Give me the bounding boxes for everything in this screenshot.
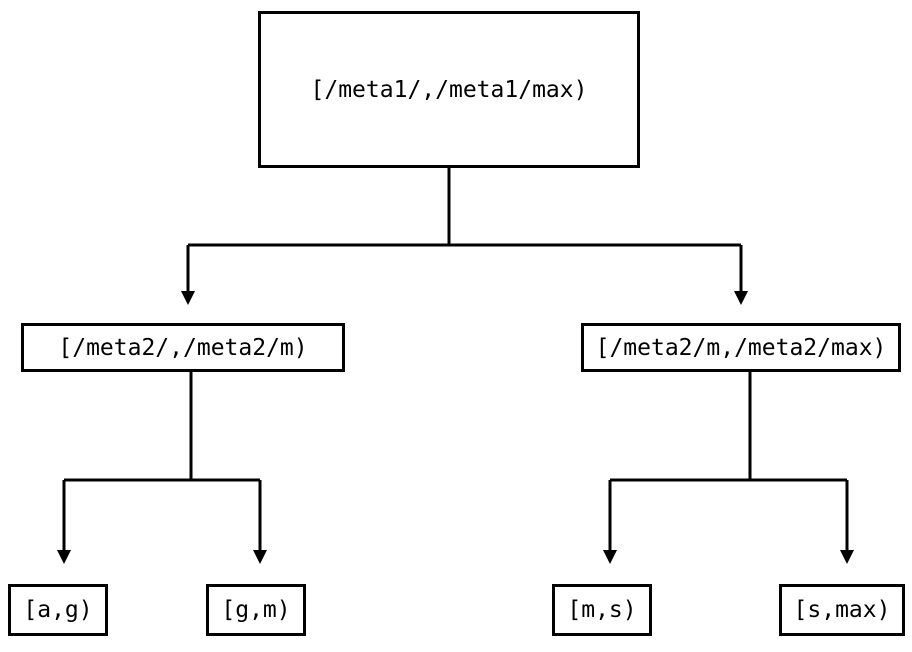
tree-node-mid-right-label: [/meta2/m,/meta2/max) <box>595 334 887 361</box>
tree-node-leaf-1[interactable]: [a,g) <box>8 584 108 636</box>
tree-node-leaf-3-label: [m,s) <box>567 597 637 623</box>
tree-node-leaf-2-label: [g,m) <box>221 597 291 623</box>
tree-node-mid-right[interactable]: [/meta2/m,/meta2/max) <box>581 323 901 372</box>
arrowhead-mid-left-to-leaf1 <box>57 550 71 564</box>
tree-node-leaf-3[interactable]: [m,s) <box>552 584 652 636</box>
arrowhead-mid-right-to-leaf4 <box>840 550 854 564</box>
tree-node-leaf-2[interactable]: [g,m) <box>206 584 306 636</box>
tree-node-root-label: [/meta1/,/meta1/max) <box>310 76 588 103</box>
tree-node-leaf-1-label: [a,g) <box>23 597 93 623</box>
tree-node-leaf-4-label: [s,max) <box>793 597 891 623</box>
arrowhead-root-to-mid-right <box>734 291 748 305</box>
arrowhead-root-to-mid-left <box>181 291 195 305</box>
tree-node-leaf-4[interactable]: [s,max) <box>779 584 905 636</box>
arrowhead-mid-right-to-leaf3 <box>603 550 617 564</box>
tree-node-root[interactable]: [/meta1/,/meta1/max) <box>258 11 640 168</box>
arrowhead-mid-left-to-leaf2 <box>253 550 267 564</box>
tree-node-mid-left[interactable]: [/meta2/,/meta2/m) <box>21 323 345 372</box>
tree-node-mid-left-label: [/meta2/,/meta2/m) <box>58 334 308 361</box>
